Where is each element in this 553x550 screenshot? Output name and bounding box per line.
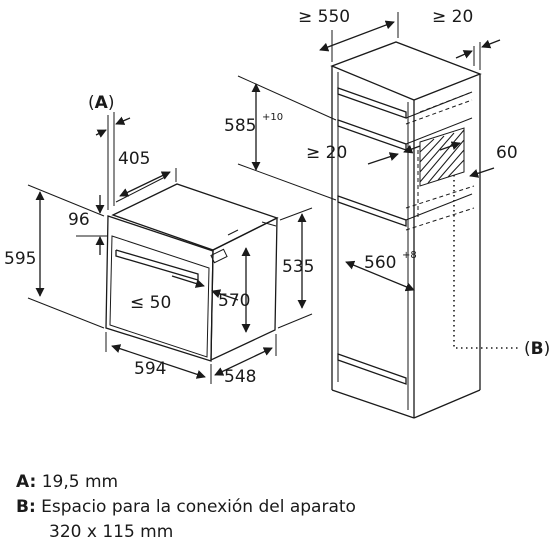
legend-key-A: A: (16, 472, 37, 492)
dim-oven-width: 594 (134, 359, 166, 379)
legend-row-B: B: Espacio para la conexión del aparato (16, 495, 356, 520)
legend: A: 19,5 mm B: Espacio para la conexión d… (16, 470, 356, 545)
dim-side-gap: ≥ 20 (432, 7, 473, 27)
oven-drawing (105, 183, 279, 362)
legend-row-A: A: 19,5 mm (16, 470, 356, 495)
dim-opening-depth-tolerance: +8 (402, 250, 417, 261)
legend-text-A: 19,5 mm (41, 472, 119, 492)
dim-body-height: 535 (282, 257, 314, 277)
marker-A: (A) (88, 93, 114, 113)
dim-rear-gap: 60 (496, 143, 518, 163)
installation-diagram: (A) 405 96 595 535 570 ≤ 50 (4, 7, 550, 419)
dim-panel-gap: ≤ 50 (130, 293, 171, 313)
dim-inner-height: 570 (218, 291, 250, 311)
legend-text-B: Espacio para la conexión del aparato (41, 497, 356, 517)
legend-key-B: B: (16, 497, 36, 517)
cabinet-dimensions: ≥ 550 ≥ 20 585 +10 ≥ 20 60 560 +8 (B) (224, 7, 550, 359)
dim-opening-height: 585 (224, 116, 256, 136)
marker-B: (B) (524, 339, 550, 359)
oven-dimensions: (A) 405 96 595 535 570 ≤ 50 (4, 93, 314, 387)
dim-cabinet-width: ≥ 550 (298, 7, 350, 27)
dim-door-height: 96 (68, 210, 90, 230)
dim-total-height: 595 (4, 249, 36, 269)
dim-opening-depth: 560 (364, 253, 396, 273)
cabinet-drawing (330, 41, 520, 419)
dim-oven-depth-top: 405 (118, 149, 150, 169)
dim-oven-depth: 548 (224, 367, 256, 387)
dim-front-gap: ≥ 20 (306, 143, 347, 163)
legend-row-B-size: 320 x 115 mm (49, 522, 174, 542)
dim-opening-height-tolerance: +10 (262, 112, 283, 123)
